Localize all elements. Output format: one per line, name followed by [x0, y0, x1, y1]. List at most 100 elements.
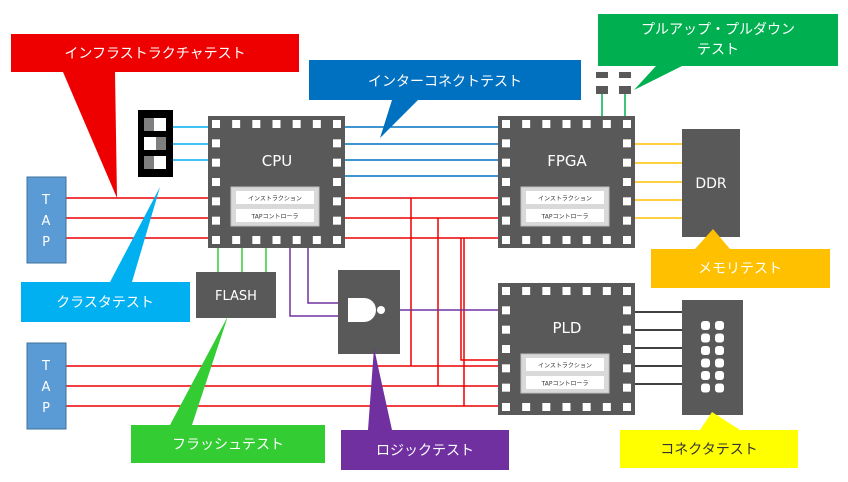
- chip-pin: [502, 178, 510, 186]
- chip-pin: [623, 139, 631, 148]
- chip-pin: [542, 287, 551, 295]
- tap2-letter-t: T: [41, 359, 50, 374]
- callout-logic: ロジックテスト: [341, 348, 509, 470]
- pld-tap-controller: TAPコントローラ: [541, 381, 589, 388]
- chip-pin: [312, 120, 321, 128]
- connector-pin: [715, 321, 724, 330]
- chip-pin: [212, 178, 220, 186]
- chip-pin: [333, 178, 341, 186]
- chip-pin: [502, 364, 510, 373]
- fpga-chip: FPGA インストラクション TAPコントローラ: [498, 116, 635, 248]
- tap1-letter-a: A: [42, 214, 51, 229]
- connector-pin: [701, 358, 710, 368]
- tap2-letter-a: A: [42, 380, 51, 395]
- chip-pin: [582, 403, 591, 411]
- chip-pin: [333, 139, 341, 148]
- chip-pin: [522, 236, 531, 244]
- chip-pin: [602, 236, 611, 244]
- chip-pin: [212, 139, 220, 148]
- callout-interconnect: インターコネクトテスト: [309, 60, 581, 138]
- chip-pin: [522, 287, 531, 295]
- callout-pullup-line2: テスト: [697, 42, 739, 58]
- chip-pin: [333, 158, 341, 167]
- chip-pin: [212, 120, 220, 128]
- callout-connector-text: コネクタテスト: [660, 442, 757, 458]
- connector-pin: [715, 333, 724, 343]
- chip-pin: [623, 236, 631, 244]
- chip-pin: [562, 120, 571, 128]
- pld-chip: PLD インストラクション TAPコントローラ: [498, 283, 635, 415]
- tap1-letter-p: P: [42, 235, 50, 250]
- chip-pin: [562, 403, 571, 411]
- chip-pin: [212, 158, 220, 167]
- connector-block: [682, 300, 743, 415]
- ddr-chip: DDR: [682, 129, 740, 237]
- chip-pin: [623, 178, 631, 186]
- chip-pin: [623, 216, 631, 225]
- pld-instruction-register: インストラクション: [538, 363, 592, 370]
- chip-pin: [562, 236, 571, 244]
- chip-pin: [502, 216, 510, 225]
- chip-pin: [212, 216, 220, 225]
- connector-pin: [701, 321, 710, 330]
- callout-cluster: クラスタテスト: [21, 187, 190, 322]
- flash-label: FLASH: [215, 289, 257, 304]
- logic-gate-block: [338, 270, 400, 354]
- chip-pin: [623, 306, 631, 315]
- chip-pin: [623, 403, 631, 411]
- tap2-to-pld-wires: [66, 365, 498, 407]
- chip-pin: [502, 120, 510, 128]
- chip-pin: [292, 236, 301, 244]
- chip-pin: [623, 287, 631, 295]
- chip-pin: [623, 197, 631, 206]
- chip-pin: [292, 120, 301, 128]
- chip-pin: [232, 120, 241, 128]
- callout-infrastructure: インフラストラクチャテスト: [11, 34, 299, 198]
- callout-flash: フラッシュテスト: [131, 316, 325, 463]
- connector-pin: [701, 333, 710, 343]
- fpga-tap-controller: TAPコントローラ: [541, 214, 589, 221]
- chip-pin: [272, 236, 281, 244]
- connector-pin: [715, 346, 724, 355]
- chip-pin: [623, 345, 631, 353]
- connector-pin: [701, 346, 710, 355]
- dip-switch: [138, 110, 173, 177]
- pullup-resistors: [596, 72, 631, 94]
- chip-pin: [502, 158, 510, 167]
- chip-pin: [602, 287, 611, 295]
- chip-pin: [312, 236, 321, 244]
- connector-pin: [715, 358, 724, 368]
- connector-pin: [715, 383, 724, 393]
- chip-pin: [502, 403, 510, 411]
- connector-pin: [701, 383, 710, 393]
- chip-pin: [542, 236, 551, 244]
- cpu-label: CPU: [262, 152, 293, 170]
- chip-pin: [333, 216, 341, 225]
- chip-pin: [542, 403, 551, 411]
- tap1-letter-t: T: [41, 193, 50, 208]
- pullup-wires: [601, 92, 626, 116]
- cpu-fpga-red-wires: [345, 197, 498, 406]
- callout-pullup-line1: プルアップ・プルダウン: [641, 22, 795, 38]
- callout-connector: コネクタテスト: [620, 412, 798, 468]
- chip-pin: [542, 120, 551, 128]
- connector-pin: [701, 371, 710, 380]
- chip-pin: [502, 236, 510, 244]
- fpga-label: FPGA: [547, 152, 587, 170]
- tap-block-2: T A P: [26, 342, 67, 430]
- cpu-chip: CPU インストラクション TAPコントローラ: [208, 116, 345, 248]
- chip-pin: [562, 287, 571, 295]
- flash-chip: FLASH: [196, 272, 276, 318]
- ddr-label: DDR: [695, 176, 727, 192]
- chip-pin: [623, 383, 631, 392]
- chip-pin: [502, 139, 510, 148]
- chip-pin: [252, 236, 261, 244]
- chip-pin: [212, 197, 220, 206]
- chip-pin: [582, 120, 591, 128]
- chip-pin: [623, 325, 631, 334]
- chip-pin: [623, 158, 631, 167]
- fpga-instruction-register: インストラクション: [538, 196, 592, 203]
- chip-pin: [502, 325, 510, 334]
